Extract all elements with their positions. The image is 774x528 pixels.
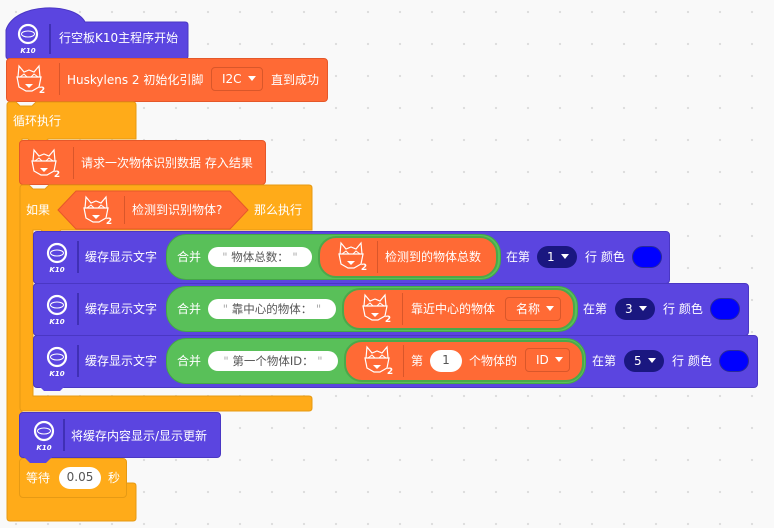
reporter-label: 检测到的物体总数 [385, 250, 482, 264]
row-suffix-label: 行 颜色 [585, 250, 625, 264]
object-index-input[interactable]: 1 [430, 350, 462, 372]
separator [403, 345, 404, 377]
attribute-dropdown[interactable]: 名称 [505, 297, 562, 321]
wait-label: 等待 [26, 471, 51, 485]
row-dropdown[interactable]: 5 [624, 350, 664, 372]
pin-mode-value: I2C [222, 72, 242, 86]
row-prefix-label: 在第 [506, 250, 531, 264]
color-picker[interactable] [632, 246, 662, 268]
pin-mode-dropdown[interactable]: I2C [211, 67, 263, 91]
huskylens2-icon [358, 292, 392, 324]
separator [77, 293, 79, 325]
wait-seconds-input[interactable]: 0.05 [59, 467, 101, 489]
attribute-dropdown[interactable]: ID [525, 348, 570, 372]
display-text-label: 缓存显示文字 [85, 354, 158, 368]
join-label: 合并 [177, 250, 202, 264]
k10-icon [30, 419, 58, 453]
separator [124, 196, 125, 224]
string-input[interactable]: " 物体总数： " [208, 247, 312, 267]
huskylens2-icon [79, 194, 113, 226]
wait-unit-label: 秒 [108, 471, 121, 485]
huskylens2-icon [12, 63, 46, 95]
row-suffix-label: 行 颜色 [672, 354, 712, 368]
join-label: 合并 [177, 354, 202, 368]
if-block[interactable] [19, 184, 314, 414]
block-notch [24, 457, 52, 463]
separator [63, 419, 65, 451]
separator [77, 241, 79, 273]
reporter-label: 个物体的 [469, 354, 518, 368]
k10-icon [43, 293, 71, 327]
row-dropdown[interactable]: 3 [615, 298, 655, 320]
k10-icon [43, 241, 71, 275]
string-value: 靠中心的物体： [231, 302, 313, 316]
string-input[interactable]: " 第一个物体ID： " [208, 351, 338, 371]
separator [377, 241, 378, 273]
chevron-down-icon [546, 306, 555, 311]
display-refresh-label: 将缓存内容显示/显示更新 [71, 429, 208, 443]
huskylens2-icon [334, 240, 368, 272]
separator [73, 147, 74, 179]
string-input[interactable]: " 靠中心的物体： " [208, 299, 336, 319]
attribute-value: ID [536, 353, 549, 367]
row-value: 1 [547, 250, 555, 264]
separator [49, 24, 51, 54]
condition-label: 检测到识别物体? [132, 203, 223, 217]
huskylens-init-label: Huskylens 2 初始化引脚 [67, 73, 204, 87]
reporter-prefix-label: 第 [411, 354, 424, 368]
if-label: 如果 [26, 203, 51, 217]
chevron-down-icon [554, 357, 563, 362]
join-label: 合并 [177, 302, 202, 316]
request-data-block[interactable] [19, 140, 266, 185]
block-notch [38, 385, 66, 391]
color-picker[interactable] [719, 350, 749, 372]
then-label: 那么执行 [254, 203, 303, 217]
chevron-down-icon [638, 306, 647, 311]
separator [77, 345, 79, 377]
huskylens2-icon [360, 344, 394, 376]
reporter-label: 靠近中心的物体 [411, 302, 496, 316]
separator [402, 293, 403, 325]
object-count-reporter[interactable] [318, 236, 498, 278]
request-data-label: 请求一次物体识别数据 存入结果 [81, 156, 253, 170]
row-dropdown[interactable]: 1 [537, 246, 577, 268]
row-value: 5 [634, 354, 642, 368]
chevron-down-icon [647, 358, 656, 363]
k10-icon [14, 22, 42, 56]
attribute-value: 名称 [516, 302, 541, 316]
row-prefix-label: 在第 [583, 302, 608, 316]
string-value: 物体总数： [231, 250, 289, 264]
forever-label: 循环执行 [13, 114, 62, 128]
color-picker[interactable] [710, 298, 740, 320]
chevron-down-icon [247, 76, 256, 81]
huskylens-init-suffix: 直到成功 [271, 73, 320, 87]
row-value: 3 [625, 302, 633, 316]
display-text-label: 缓存显示文字 [85, 250, 158, 264]
chevron-down-icon [560, 254, 569, 259]
main-start-label: 行空板K10主程序开始 [59, 31, 179, 45]
row-prefix-label: 在第 [592, 354, 617, 368]
row-suffix-label: 行 颜色 [663, 302, 703, 316]
string-value: 第一个物体ID： [232, 354, 314, 368]
separator [59, 63, 60, 95]
huskylens2-icon [27, 147, 61, 179]
k10-icon [43, 345, 71, 379]
display-text-label: 缓存显示文字 [85, 302, 158, 316]
